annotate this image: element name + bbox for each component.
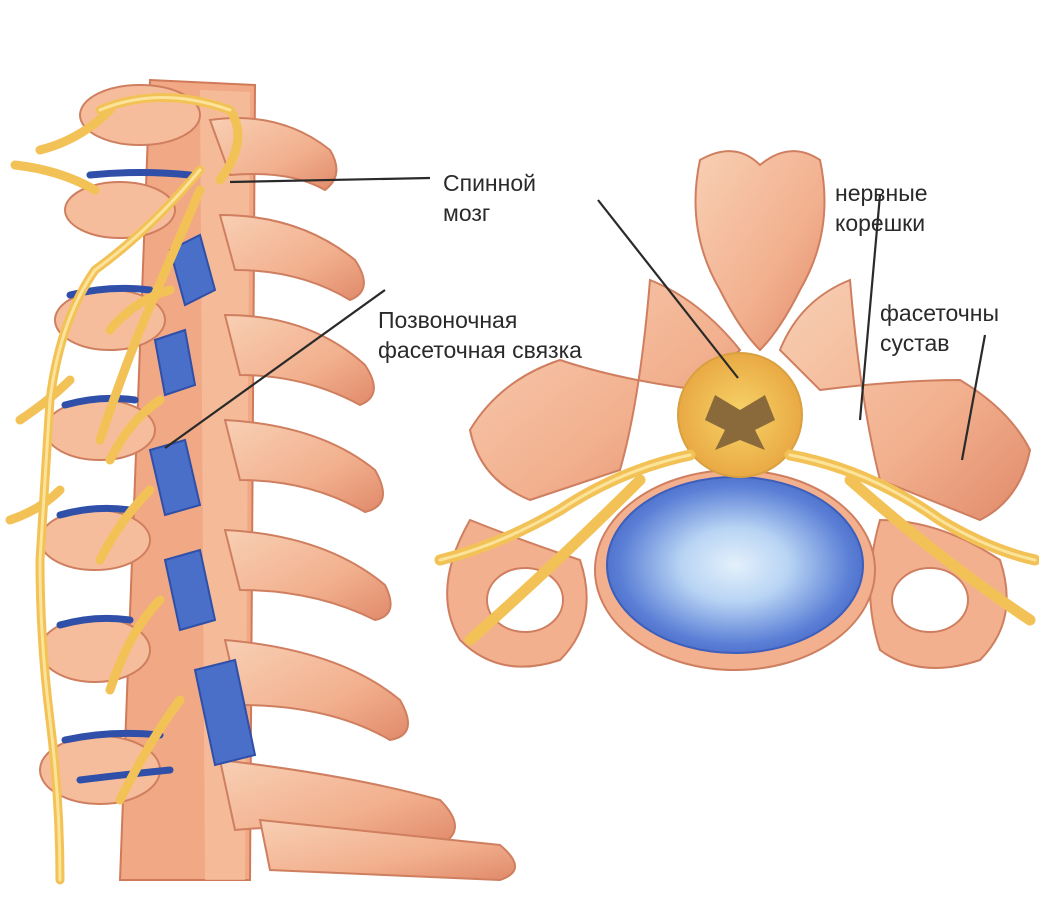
leader-facet-ligament bbox=[164, 289, 386, 449]
axial-vertebra-view bbox=[434, 150, 1039, 671]
grey-matter bbox=[705, 395, 775, 450]
spinous-processes bbox=[208, 117, 516, 882]
label-facet-joint-line2: сустав bbox=[880, 330, 950, 356]
label-facet-ligament-line2: фасеточная связка bbox=[378, 337, 582, 363]
leader-spinal-cord-left bbox=[229, 176, 431, 184]
label-spinal-cord-line1: Спинной bbox=[443, 170, 536, 196]
process-6 bbox=[223, 638, 409, 742]
vertebral-bodies bbox=[39, 84, 201, 805]
leader-lines bbox=[164, 176, 987, 461]
lateral-spine-view bbox=[5, 78, 516, 885]
leader-facet-joint bbox=[960, 334, 987, 461]
spinous-process-axial bbox=[694, 150, 826, 352]
label-nerve-roots-line2: корешки bbox=[835, 210, 926, 236]
label-spinal-cord-line2: мозг bbox=[443, 200, 491, 226]
leader-spinal-cord-right bbox=[597, 199, 739, 379]
process-8 bbox=[258, 818, 516, 882]
facet-ligaments bbox=[148, 233, 257, 767]
label-facet-joint-line1: фасеточны bbox=[880, 300, 1000, 326]
label-nerve-roots: нервные корешки bbox=[835, 178, 928, 238]
process-2 bbox=[218, 213, 365, 302]
vertebral-arch bbox=[468, 278, 742, 502]
label-nerve-roots-line1: нервные bbox=[835, 180, 928, 206]
spinal-nerves-highlight bbox=[38, 96, 232, 882]
process-5 bbox=[223, 528, 392, 622]
intervertebral-disc-axial bbox=[606, 476, 864, 654]
process-3 bbox=[223, 313, 375, 407]
leader-nerve-roots bbox=[858, 194, 882, 421]
process-4 bbox=[223, 418, 384, 514]
label-facet-ligament-line1: Позвоночная bbox=[378, 307, 518, 333]
label-facet-ligament: Позвоночная фасеточная связка bbox=[378, 305, 582, 365]
label-facet-joint: фасеточны сустав bbox=[880, 298, 999, 358]
label-spinal-cord: Спинной мозг bbox=[443, 168, 536, 228]
